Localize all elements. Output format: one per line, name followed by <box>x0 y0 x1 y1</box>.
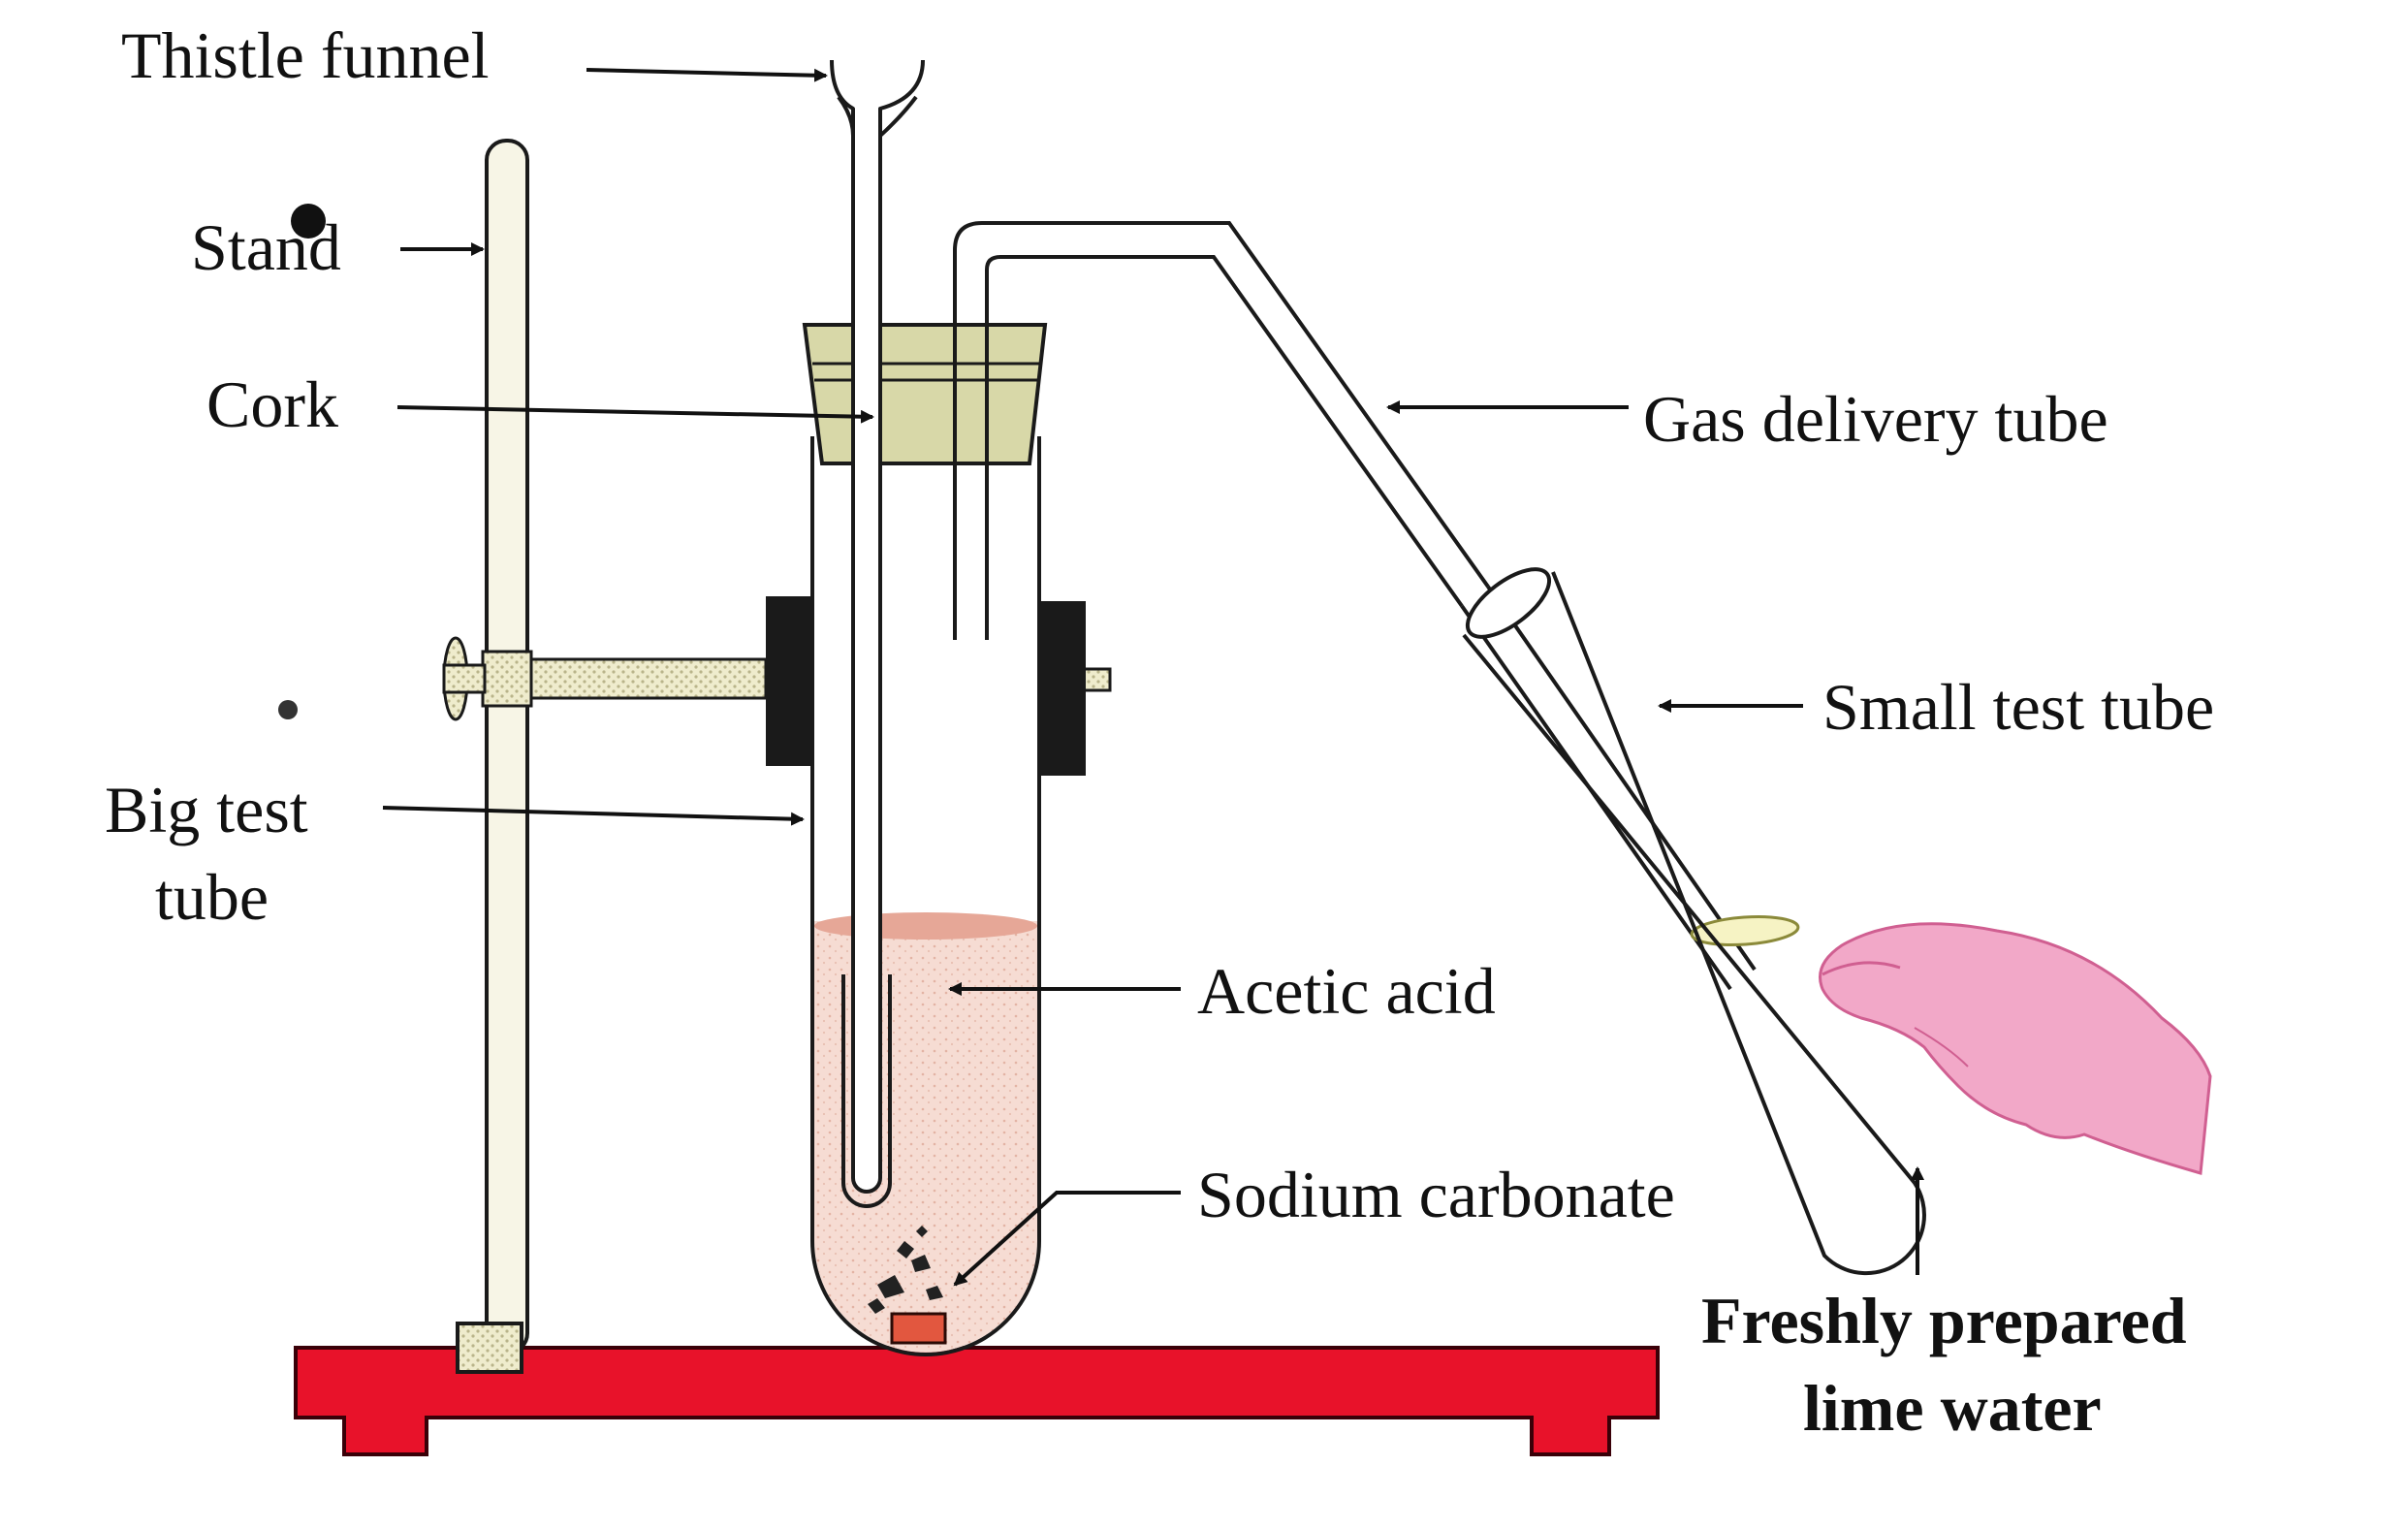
label-acetic-acid: Acetic acid <box>1197 954 1496 1028</box>
label-stand: Stand <box>191 210 341 284</box>
stand-base <box>294 1346 1660 1456</box>
label-big-test-tube-line1: Big test <box>105 773 308 846</box>
clamp-jaws <box>766 596 1086 776</box>
cork <box>802 323 1048 465</box>
small-test-tube <box>1462 567 1926 1276</box>
label-thistle-funnel: Thistle funnel <box>121 18 490 92</box>
clamp-arm <box>442 636 1112 721</box>
label-gas-delivery-tube: Gas delivery tube <box>1643 382 2108 456</box>
label-sodium-carbonate: Sodium carbonate <box>1197 1158 1675 1231</box>
stray-dot <box>278 700 298 719</box>
gas-delivery-tube <box>953 221 1800 991</box>
stand-rod <box>456 139 529 1374</box>
label-lime-water-line1: Freshly prepared <box>1701 1284 2187 1357</box>
acetic-acid-liquid <box>814 912 1037 1353</box>
labels: Thistle funnel Stand Cork Gas delivery t… <box>105 18 2214 1445</box>
arrow-thistle-funnel <box>586 68 828 82</box>
thistle-funnel <box>830 59 925 1208</box>
label-big-test-tube-line2: tube <box>155 860 269 934</box>
hand <box>1819 922 2212 1175</box>
big-test-tube <box>810 436 1041 1356</box>
label-small-test-tube: Small test tube <box>1822 670 2214 744</box>
arrow-cork <box>396 405 874 424</box>
label-lime-water-line2: lime water <box>1803 1371 2102 1445</box>
label-arrows <box>382 68 1924 1287</box>
arrow-big-test-tube <box>382 806 805 826</box>
sodium-carbonate-solid <box>868 1226 947 1345</box>
arrow-sodium-carbonate <box>953 1191 1181 1287</box>
stray-dot <box>291 204 326 239</box>
label-cork: Cork <box>206 367 338 441</box>
